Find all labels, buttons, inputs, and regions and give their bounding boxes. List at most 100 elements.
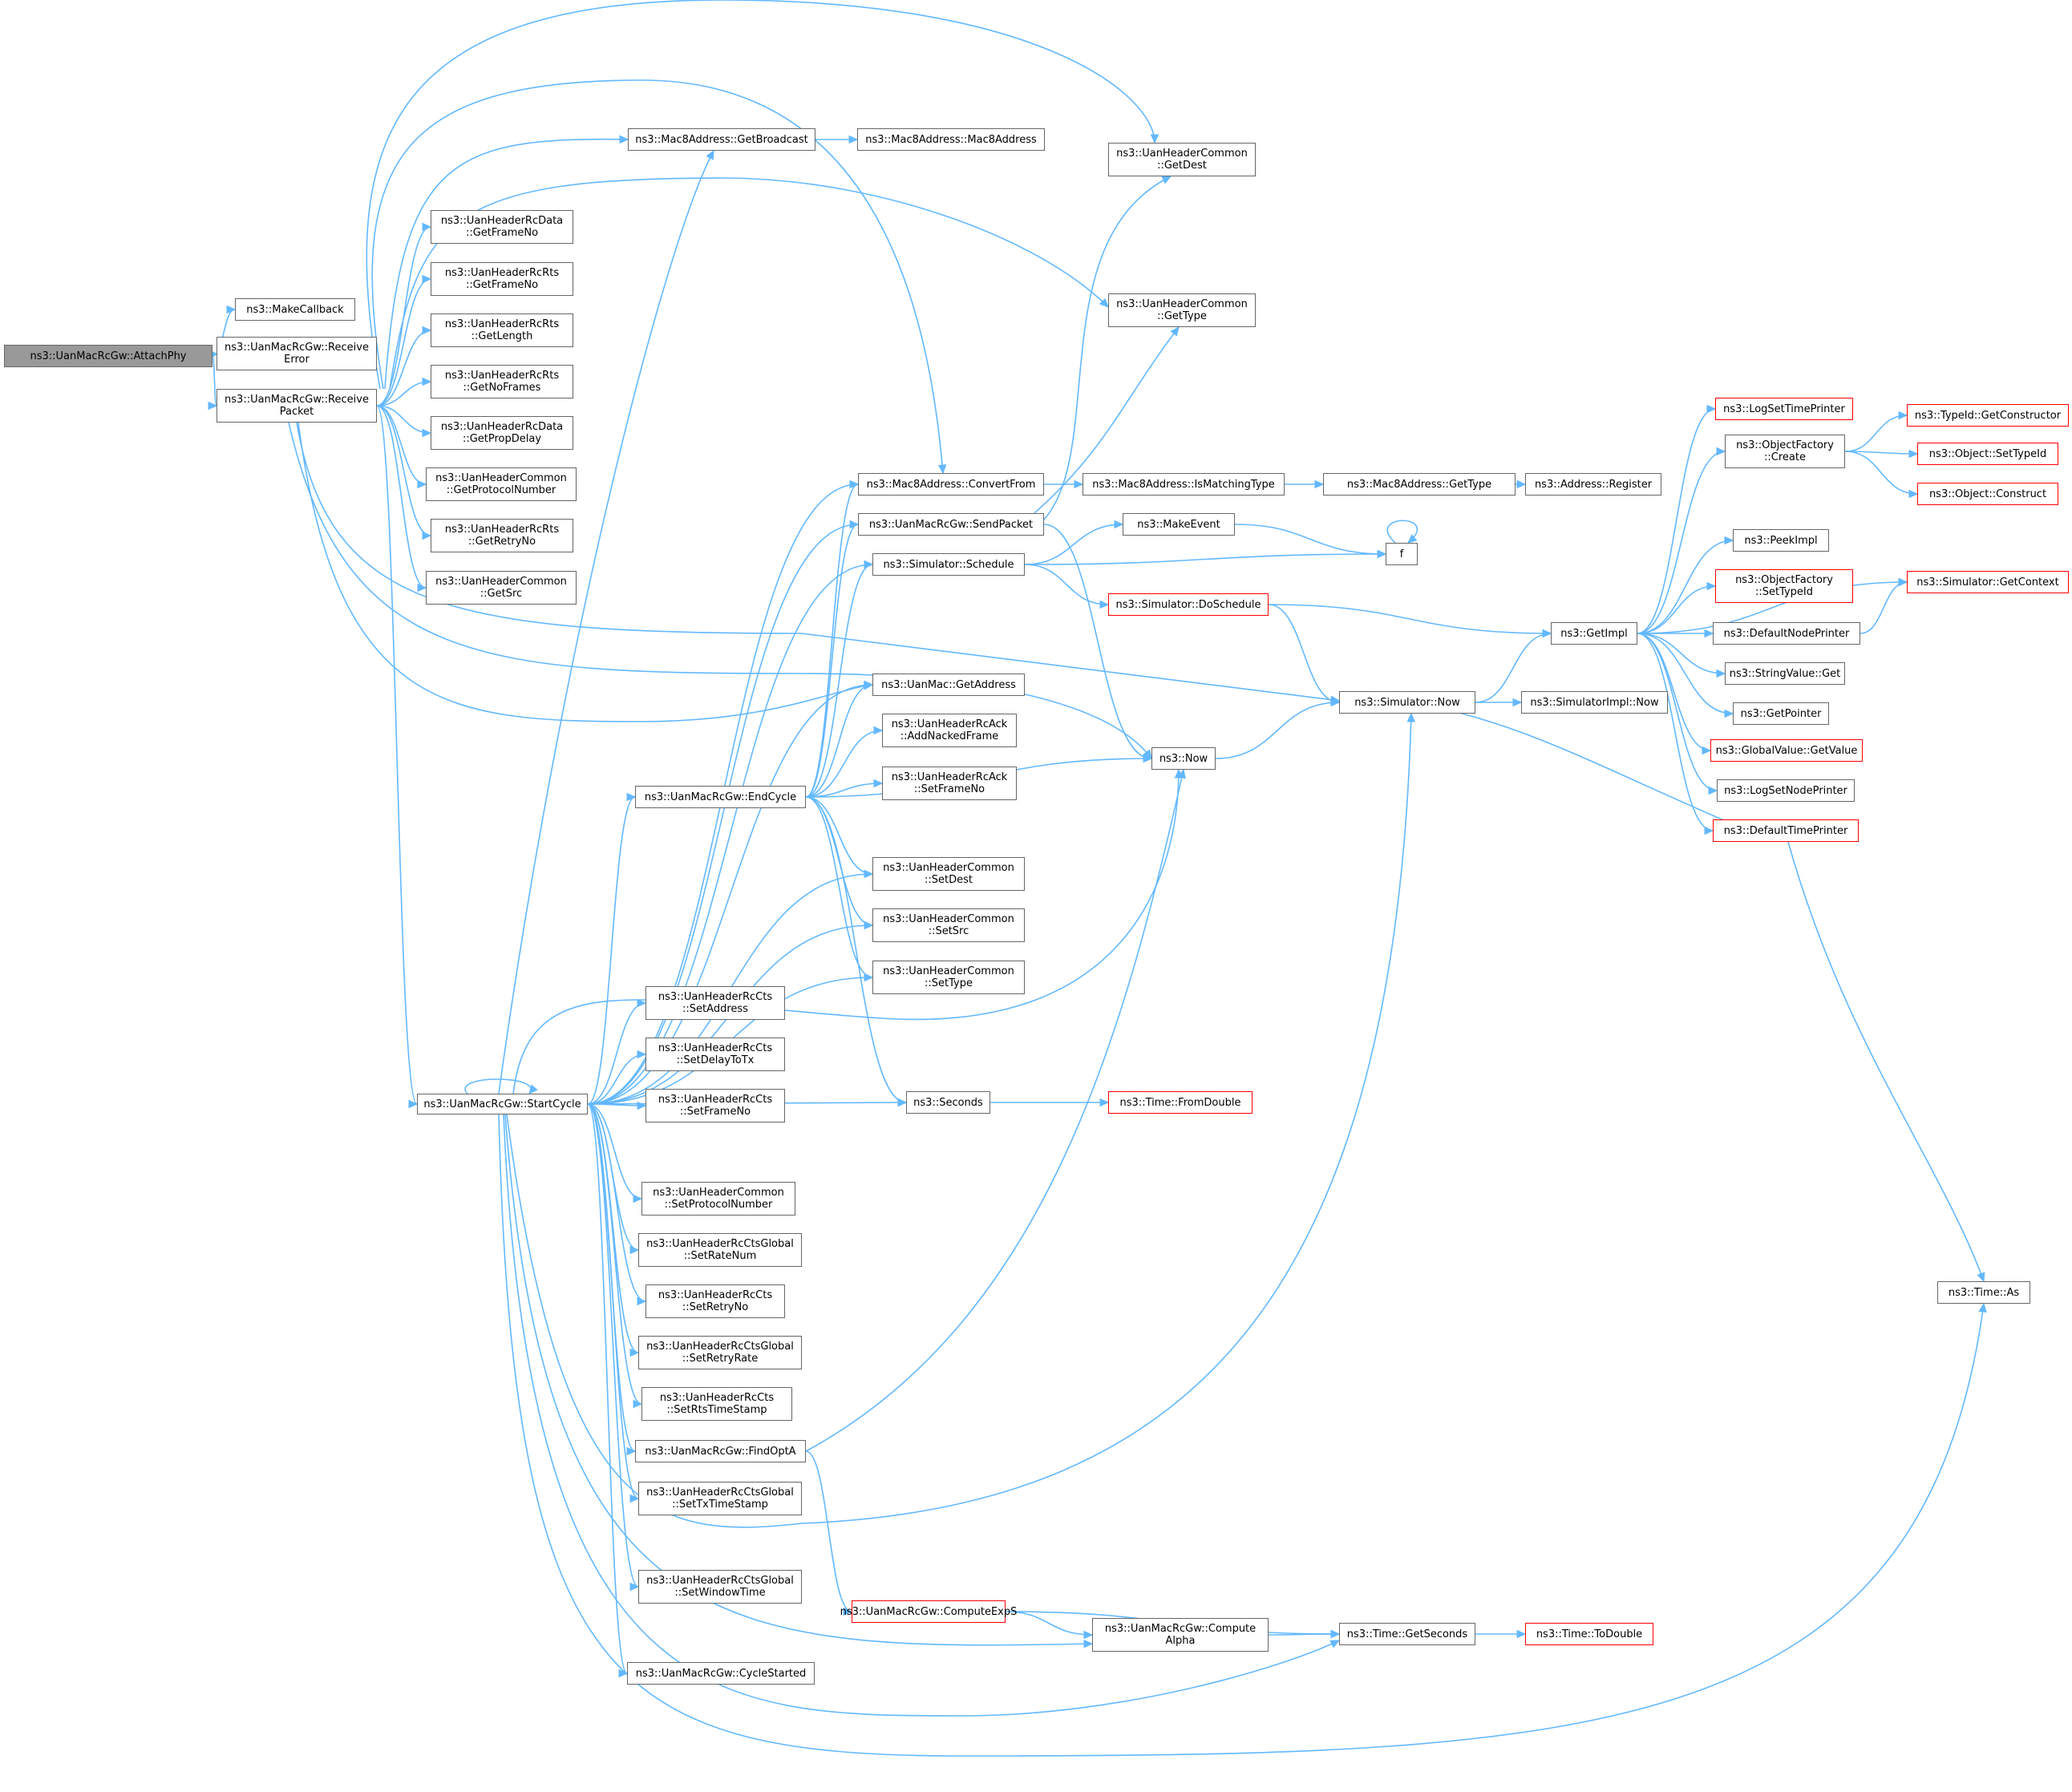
node-label: ::GetSrc (480, 588, 523, 600)
node-uan-mac-get-address[interactable]: ns3::UanMac::GetAddress (872, 674, 1025, 696)
node-default-time-printer[interactable]: ns3::DefaultTimePrinter (1713, 819, 1859, 842)
node-peek-impl[interactable]: ns3::PeekImpl (1733, 529, 1829, 552)
node-compute-exp-s[interactable]: ns3::UanMacRcGw::ComputeExpS (840, 1600, 1017, 1623)
node-type-id-get-constructor[interactable]: ns3::TypeId::GetConstructor (1907, 404, 2069, 427)
node-object-set-type-id[interactable]: ns3::Object::SetTypeId (1917, 443, 2058, 465)
node-rts-get-frame-no[interactable]: ns3::UanHeaderRcRts::GetFrameNo (431, 262, 573, 296)
edge-arrowhead (422, 326, 432, 335)
node-label: ns3::MakeCallback (246, 303, 344, 316)
node-ctsg-set-retry-rate[interactable]: ns3::UanHeaderRcCtsGlobal::SetRetryRate (638, 1336, 802, 1369)
node-label: ::GetDest (1157, 160, 1207, 172)
edge-receivePacket-to-uanMacGetAddress (297, 422, 873, 722)
edge-arrowhead (1170, 326, 1180, 337)
node-rts-get-retry-no[interactable]: ns3::UanHeaderRcRts::GetRetryNo (431, 519, 573, 552)
node-hdr-get-protocol-number[interactable]: ns3::UanHeaderCommon::GetProtocolNumber (426, 467, 577, 501)
edge-arrowhead (637, 1296, 647, 1306)
node-time-get-seconds[interactable]: ns3::Time::GetSeconds (1339, 1623, 1475, 1645)
edge-sendPacket-to-hdrGetDest (1043, 176, 1172, 520)
node-time-as[interactable]: ns3::Time::As (1937, 1281, 2030, 1304)
edge-arrowhead (1083, 1639, 1094, 1648)
node-hdr-set-protocol-number[interactable]: ns3::UanHeaderCommon::SetProtocolNumber (641, 1182, 795, 1216)
edge-arrowhead (897, 1098, 908, 1107)
node-log-set-node-printer[interactable]: ns3::LogSetNodePrinter (1717, 779, 1855, 802)
node-cts-set-retry-no[interactable]: ns3::UanHeaderRcCts::SetRetryNo (645, 1284, 785, 1318)
node-get-impl[interactable]: ns3::GetImpl (1551, 622, 1637, 645)
node-cts-set-delay-to-tx[interactable]: ns3::UanHeaderRcCts::SetDelayToTx (645, 1038, 785, 1071)
edge-arrowhead (1702, 746, 1712, 755)
node-rts-get-no-frames[interactable]: ns3::UanHeaderRcRts::GetNoFrames (431, 365, 573, 398)
node-mac8-ctor[interactable]: ns3::Mac8Address::Mac8Address (857, 128, 1045, 151)
node-global-value-get-value[interactable]: ns3::GlobalValue::GetValue (1710, 739, 1863, 762)
node-obj-factory-create[interactable]: ns3::ObjectFactory::Create (1725, 435, 1845, 468)
node-hdr-get-dest[interactable]: ns3::UanHeaderCommon::GetDest (1108, 143, 1256, 176)
node-data-get-prop-delay[interactable]: ns3::UanHeaderRcData::GetPropDelay (431, 416, 573, 450)
node-time-from-double[interactable]: ns3::Time::FromDouble (1108, 1091, 1253, 1114)
node-mac8-get-type[interactable]: ns3::Mac8Address::GetType (1323, 473, 1516, 496)
node-ack-add-nacked[interactable]: ns3::UanHeaderRcAck::AddNackedFrame (882, 714, 1017, 747)
node-time-to-double[interactable]: ns3::Time::ToDouble (1525, 1623, 1653, 1645)
node-get-broadcast[interactable]: ns3::Mac8Address::GetBroadcast (628, 128, 815, 151)
edge-arrowhead (226, 305, 237, 314)
node-default-node-printer[interactable]: ns3::DefaultNodePrinter (1713, 622, 1860, 645)
node-get-pointer[interactable]: ns3::GetPointer (1733, 702, 1829, 725)
node-hdr-set-type[interactable]: ns3::UanHeaderCommon::SetType (872, 961, 1025, 994)
node-ctsg-set-tx-time-stamp[interactable]: ns3::UanHeaderRcCtsGlobal::SetTxTimeStam… (638, 1482, 802, 1515)
node-label: ns3::Time::GetSeconds (1346, 1628, 1468, 1640)
node-hdr-set-dest[interactable]: ns3::UanHeaderCommon::SetDest (872, 857, 1025, 891)
edge-arrowhead (633, 1399, 643, 1409)
edge-simSchedule-to-f (1024, 553, 1386, 565)
node-hdr-get-type[interactable]: ns3::UanHeaderCommon::GetType (1108, 293, 1256, 327)
edge-arrowhead (1542, 629, 1552, 638)
node-seconds[interactable]: ns3::Seconds (906, 1091, 990, 1114)
edge-arrowhead (528, 1084, 538, 1094)
edge-arrowhead (1099, 1098, 1110, 1107)
node-obj-factory-set-type-id[interactable]: ns3::ObjectFactory::SetTypeId (1715, 569, 1853, 603)
node-make-event[interactable]: ns3::MakeEvent (1123, 513, 1235, 536)
edge-arrowhead (618, 1669, 629, 1678)
node-rts-get-length[interactable]: ns3::UanHeaderRcRts::GetLength (431, 313, 573, 347)
node-label: ns3::UanMacRcGw::Receive (225, 342, 369, 354)
node-sim-now[interactable]: ns3::Simulator::Now (1339, 691, 1475, 714)
node-sim-get-context[interactable]: ns3::Simulator::GetContext (1907, 571, 2069, 593)
node-convert-from[interactable]: ns3::Mac8Address::ConvertFrom (858, 473, 1044, 496)
edge-startCycle-to-simSchedule (587, 564, 873, 1105)
node-cycle-started[interactable]: ns3::UanMacRcGw::CycleStarted (627, 1662, 815, 1685)
node-end-cycle[interactable]: ns3::UanMacRcGw::EndCycle (635, 786, 806, 808)
node-sim-impl-now[interactable]: ns3::SimulatorImpl::Now (1521, 691, 1668, 714)
edge-sendPacket-to-now (1043, 524, 1152, 759)
edge-arrowhead (706, 149, 714, 160)
node-f[interactable]: f (1386, 543, 1418, 565)
node-addr-register[interactable]: ns3::Address::Register (1525, 473, 1661, 496)
node-cts-set-address[interactable]: ns3::UanHeaderRcCts::SetAddress (645, 986, 785, 1020)
node-ctsg-set-rate-num[interactable]: ns3::UanHeaderRcCtsGlobal::SetRateNum (638, 1233, 802, 1267)
node-make-callback[interactable]: ns3::MakeCallback (235, 298, 355, 321)
node-ctsg-set-window-time[interactable]: ns3::UanHeaderRcCtsGlobal::SetWindowTime (638, 1570, 802, 1604)
node-sim-schedule[interactable]: ns3::Simulator::Schedule (872, 553, 1025, 576)
node-ack-set-frame-no[interactable]: ns3::UanHeaderRcAck::SetFrameNo (882, 767, 1017, 800)
node-cts-set-rts-time-stamp[interactable]: ns3::UanHeaderRcCts::SetRtsTimeStamp (641, 1387, 792, 1421)
edge-arrowhead (1099, 297, 1109, 308)
node-now[interactable]: ns3::Now (1151, 747, 1216, 770)
node-label: ns3::UanMacRcGw::CycleStarted (635, 1667, 807, 1680)
node-string-value-get[interactable]: ns3::StringValue::Get (1725, 662, 1845, 685)
node-find-opt-a[interactable]: ns3::UanMacRcGw::FindOptA (635, 1440, 806, 1462)
node-hdr-get-src[interactable]: ns3::UanHeaderCommon::GetSrc (426, 571, 577, 605)
node-log-set-time-printer[interactable]: ns3::LogSetTimePrinter (1715, 398, 1853, 420)
node-label: ::SetDest (925, 874, 973, 886)
edge-simSchedule-to-makeEvent (1024, 524, 1123, 565)
node-hdr-set-src[interactable]: ns3::UanHeaderCommon::SetSrc (872, 908, 1025, 942)
node-do-schedule[interactable]: ns3::Simulator::DoSchedule (1108, 593, 1269, 616)
edge-getImpl-to-peekImpl (1637, 540, 1734, 634)
node-start-cycle[interactable]: ns3::UanMacRcGw::StartCycle (417, 1094, 588, 1114)
node-label: ns3::UanHeaderRcCtsGlobal (646, 1341, 794, 1353)
edge-arrowhead (1977, 1272, 1985, 1283)
node-data-get-frame-no[interactable]: ns3::UanHeaderRcData::GetFrameNo (431, 210, 573, 244)
node-label: ns3::SimulatorImpl::Now (1530, 696, 1659, 709)
node-cts-set-frame-no[interactable]: ns3::UanHeaderRcCts::SetFrameNo (645, 1089, 785, 1123)
node-is-matching-type[interactable]: ns3::Mac8Address::IsMatchingType (1083, 473, 1285, 496)
node-send-packet[interactable]: ns3::UanMacRcGw::SendPacket (858, 513, 1044, 536)
node-object-construct[interactable]: ns3::Object::Construct (1917, 483, 2058, 505)
